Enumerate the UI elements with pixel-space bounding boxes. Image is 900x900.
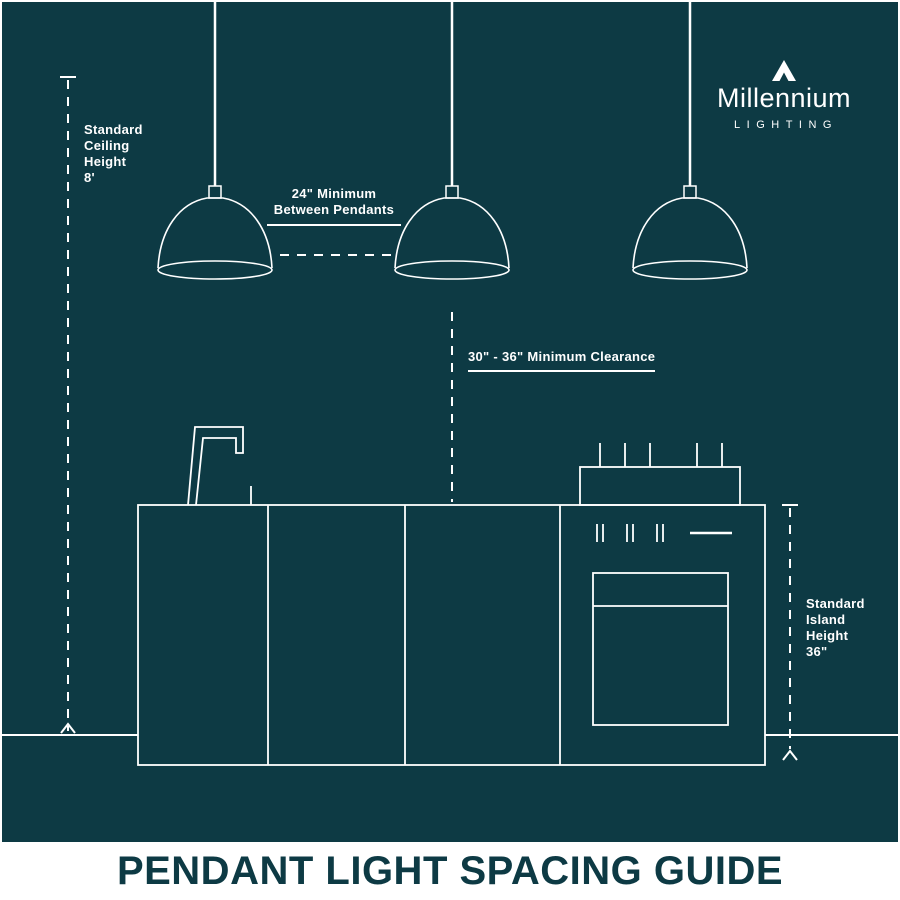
pendant-rim: [157, 260, 273, 280]
brand-name: Millennium: [716, 83, 852, 113]
pendant-neck: [683, 185, 697, 199]
pendant-shade: [394, 197, 510, 269]
pendant-light-2: [394, 0, 510, 280]
range-hob: [579, 443, 741, 506]
ceiling-height-line: [60, 76, 76, 734]
oven: [592, 524, 732, 726]
page-title: PENDANT LIGHT SPACING GUIDE: [116, 848, 784, 893]
pendant-light-1: [157, 0, 273, 280]
pendant-neck: [445, 185, 459, 199]
clearance-label: 30" - 36" Minimum Clearance: [468, 349, 656, 372]
spacing-diagram: [0, 0, 900, 766]
pendant-shade: [157, 197, 273, 269]
kitchen-island: [137, 504, 766, 766]
brand-subtitle: LIGHTING: [734, 118, 838, 131]
faucet: [187, 426, 252, 506]
pendant-rim: [394, 260, 510, 280]
tent-logo-icon: [772, 60, 796, 81]
title-band: PENDANT LIGHT SPACING GUIDE: [0, 842, 900, 900]
island-height-line: [782, 504, 798, 761]
ceiling-height-label: Standard Ceiling Height 8': [84, 122, 143, 185]
pendant-rim: [632, 260, 748, 280]
brand-logo: Millennium LIGHTING: [698, 60, 870, 131]
island-height-label: Standard Island Height 36": [806, 596, 865, 659]
pendant-neck: [208, 185, 222, 199]
pendant-light-3: [632, 0, 748, 280]
pendant-spacing-label: 24" Minimum Between Pendants: [267, 186, 401, 226]
pendant-shade: [632, 197, 748, 269]
